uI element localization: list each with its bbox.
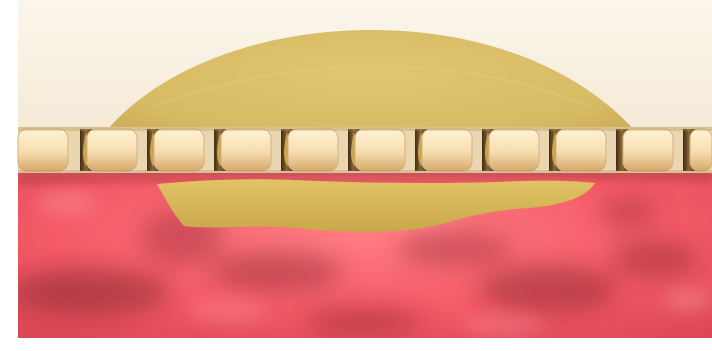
barrier-top-shadow [18, 127, 712, 131]
barrier-tile [154, 129, 204, 171]
barrier-tile [422, 129, 472, 171]
barrier-tile [690, 129, 712, 171]
barrier-tile [288, 129, 338, 171]
barrier-tile [556, 129, 606, 171]
barrier-tile [489, 129, 539, 171]
barrier-tile [623, 129, 673, 171]
barrier-tile [355, 129, 405, 171]
barrier-tile [18, 129, 68, 171]
barrier-tile [87, 129, 137, 171]
barrier-tile [221, 129, 271, 171]
barrier-bottom-shadow [18, 170, 712, 174]
tile-barrier [18, 127, 712, 174]
